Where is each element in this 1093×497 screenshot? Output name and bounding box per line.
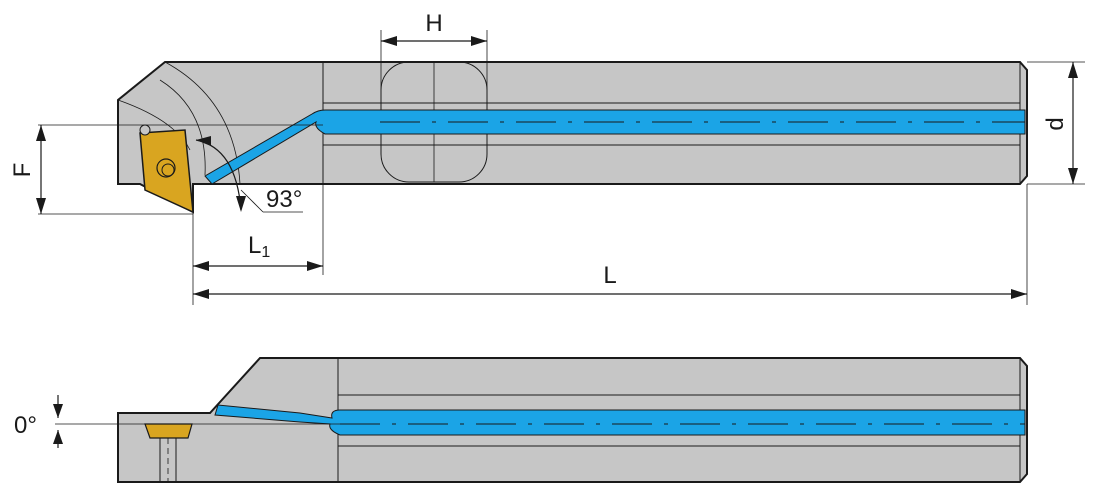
label-H: H — [425, 10, 442, 37]
label-F: F — [9, 163, 36, 178]
label-L: L — [603, 262, 616, 289]
label-d: d — [1042, 117, 1069, 130]
insert-side — [144, 423, 193, 439]
dimension-L: L — [193, 184, 1028, 305]
coolant-channel-top — [204, 109, 1026, 185]
dimension-H: H — [380, 10, 488, 110]
dimension-F: F — [9, 125, 193, 215]
dimension-angle-0: 0° — [14, 395, 63, 448]
side-view — [55, 357, 1028, 483]
insert-top — [139, 129, 194, 214]
dimension-L1: L1 — [192, 184, 324, 305]
dimension-d: d — [1027, 61, 1085, 185]
dimension-angle-93: 93° — [195, 136, 303, 213]
label-zero-angle: 0° — [14, 412, 37, 439]
top-view — [38, 61, 1028, 214]
label-angle: 93° — [266, 186, 302, 213]
bar-body-top — [117, 61, 1028, 214]
coolant-channel-side — [214, 404, 1026, 436]
label-L1: L1 — [248, 232, 270, 261]
